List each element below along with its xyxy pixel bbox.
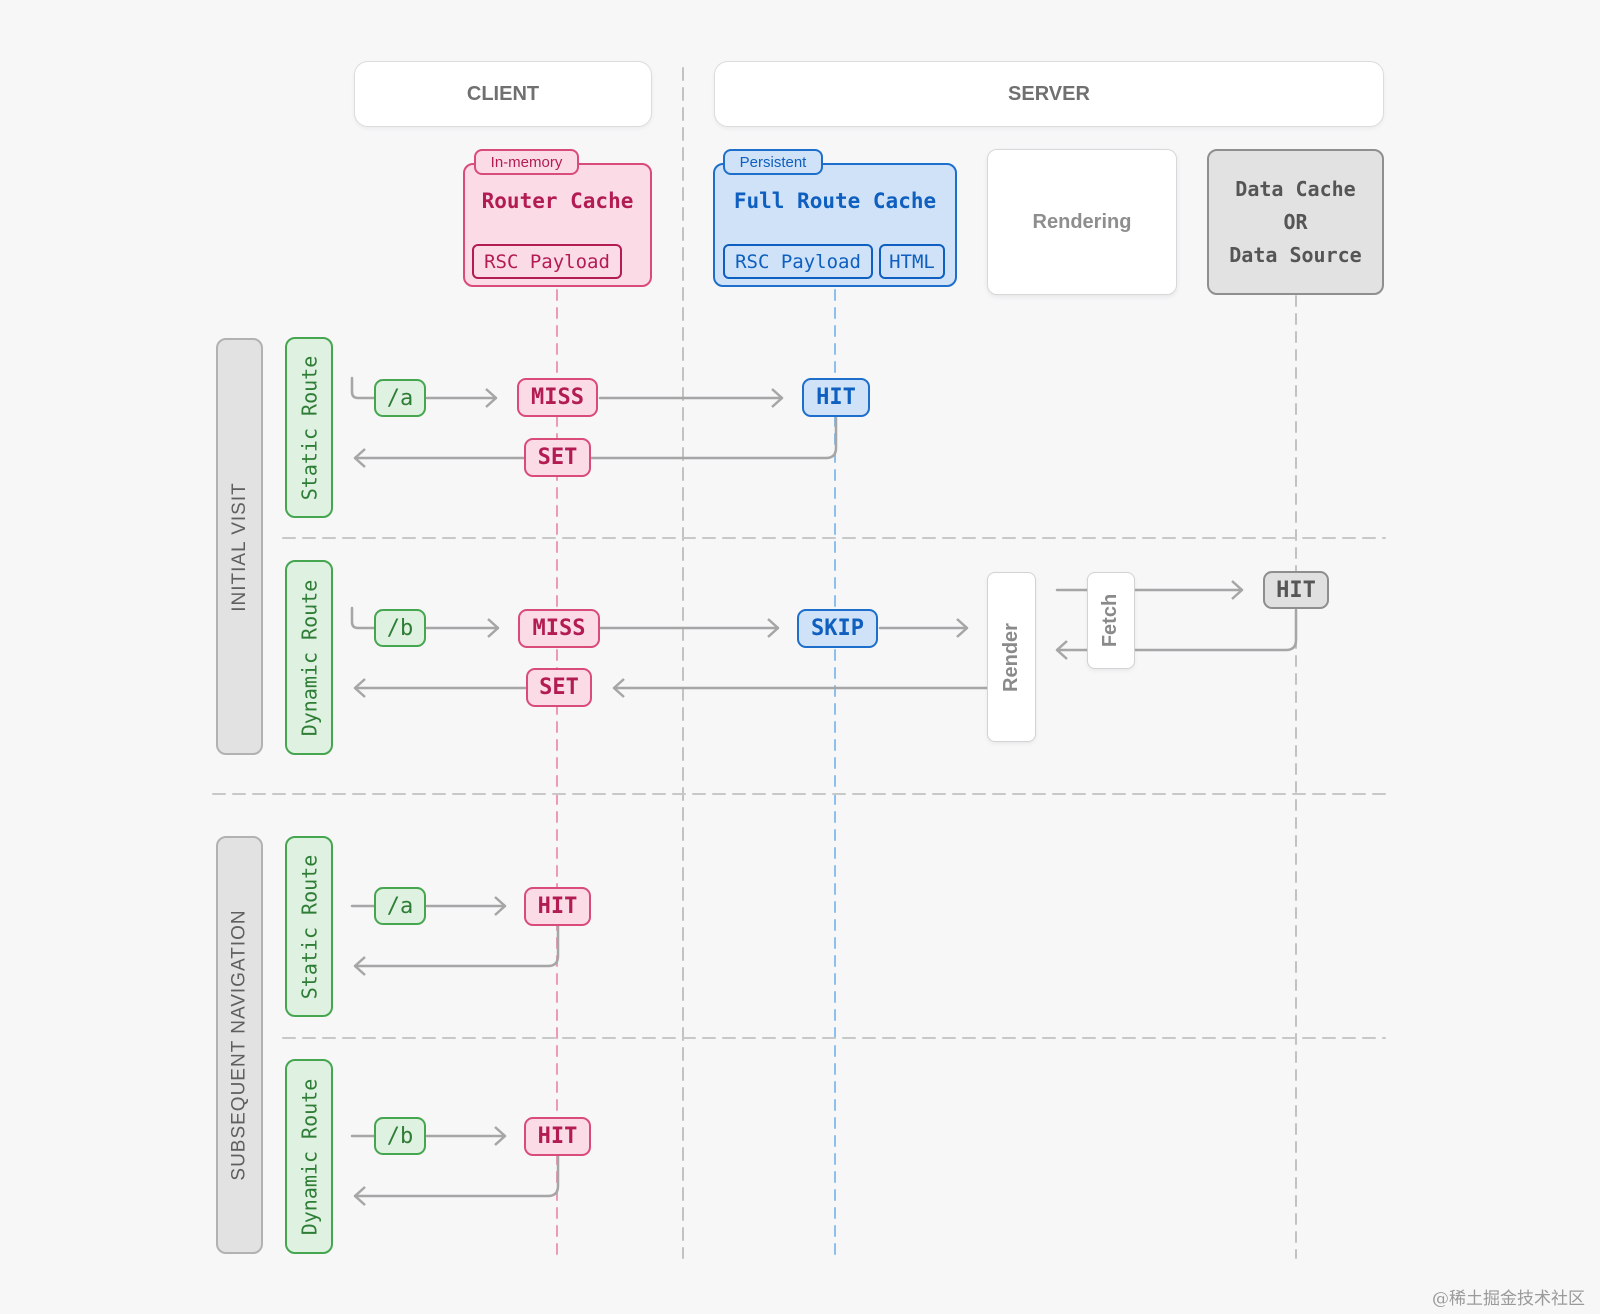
route-a-initial: /a xyxy=(374,379,426,417)
fetch-step: Fetch xyxy=(1087,572,1135,669)
route-b-initial: /b xyxy=(374,609,426,647)
router-miss-a: MISS xyxy=(517,378,598,417)
static-route-label-subsequent: Static Route xyxy=(285,836,333,1017)
static-route-label-initial: Static Route xyxy=(285,337,333,518)
route-a-subsequent: /a xyxy=(374,887,426,925)
static-route-text-subsequent: Static Route xyxy=(297,854,321,999)
return-data-to-render xyxy=(1055,608,1298,650)
router-set-b: SET xyxy=(526,668,592,707)
data-cache-line2: OR xyxy=(1283,209,1308,234)
router-cache-title: Router Cache xyxy=(481,189,634,213)
render-step-text: Render xyxy=(1000,622,1022,692)
static-route-text-initial: Static Route xyxy=(297,355,321,500)
dynamic-route-label-subsequent: Dynamic Route xyxy=(285,1059,333,1254)
request-curve-a1 xyxy=(350,376,376,400)
client-header: CLIENT xyxy=(354,61,652,127)
router-hit-b: HIT xyxy=(524,1117,591,1156)
router-set-a: SET xyxy=(524,438,591,477)
return-router-a2 xyxy=(353,924,560,966)
full-route-cache-title: Full Route Cache xyxy=(733,189,937,213)
rendering-label: Rendering xyxy=(1032,210,1132,233)
router-rsc-payload: RSC Payload xyxy=(472,244,622,279)
in-memory-tag: In-memory xyxy=(474,149,579,175)
full-route-skip-b: SKIP xyxy=(797,609,878,648)
full-route-html: HTML xyxy=(879,244,945,279)
router-hit-a: HIT xyxy=(524,887,591,926)
subsequent-navigation-text: SUBSEQUENT NAVIGATION xyxy=(228,909,250,1181)
data-cache-line3: Data Source xyxy=(1229,242,1362,267)
full-route-hit-a: HIT xyxy=(802,378,870,417)
request-curve-b1 xyxy=(350,606,376,630)
initial-visit-text: INITIAL VISIT xyxy=(228,481,250,612)
return-full-a1 xyxy=(353,416,838,458)
server-header: SERVER xyxy=(714,61,1384,127)
data-cache-box: Data Cache OR Data Source xyxy=(1207,149,1384,295)
render-step: Render xyxy=(987,572,1036,742)
initial-visit-label: INITIAL VISIT xyxy=(216,338,263,755)
route-b-subsequent: /b xyxy=(374,1117,426,1155)
watermark: @稀土掘金技术社区 xyxy=(1432,1289,1585,1309)
rendering-box: Rendering xyxy=(987,149,1177,295)
return-router-b2 xyxy=(353,1154,560,1196)
dynamic-route-text-initial: Dynamic Route xyxy=(297,579,322,736)
fetch-step-text: Fetch xyxy=(1099,593,1122,648)
router-miss-b: MISS xyxy=(518,609,600,648)
data-cache-hit-b: HIT xyxy=(1263,571,1329,609)
full-route-rsc-payload: RSC Payload xyxy=(723,244,873,279)
data-cache-line1: Data Cache xyxy=(1235,176,1356,201)
subsequent-navigation-label: SUBSEQUENT NAVIGATION xyxy=(216,836,263,1254)
persistent-tag: Persistent xyxy=(723,149,823,175)
dynamic-route-label-initial: Dynamic Route xyxy=(285,560,333,755)
dynamic-route-text-subsequent: Dynamic Route xyxy=(297,1078,322,1235)
